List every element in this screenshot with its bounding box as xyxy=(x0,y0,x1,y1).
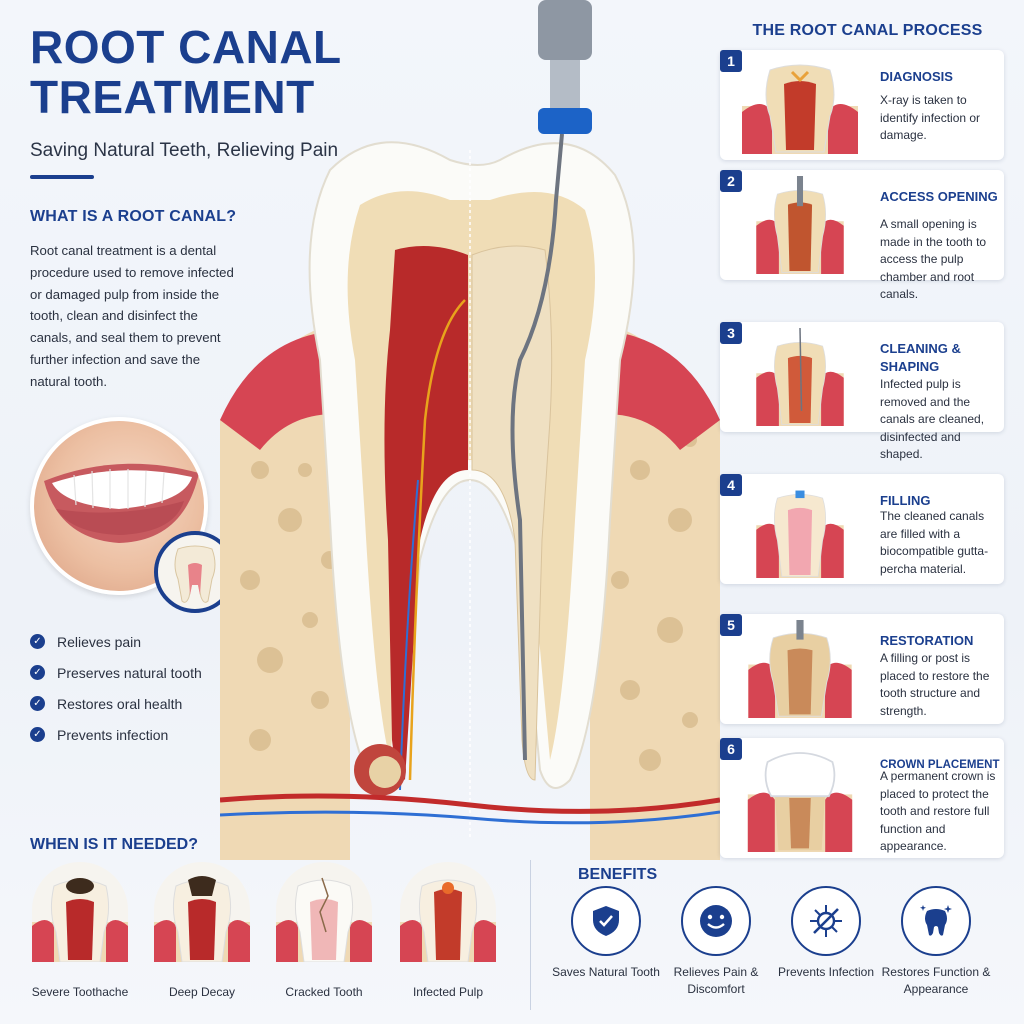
need-item: Severe Toothache xyxy=(28,862,132,999)
what-description: Root canal treatment is a dental procedu… xyxy=(30,243,234,389)
mini-tooth-icon xyxy=(174,545,216,603)
bone-pores xyxy=(240,433,698,771)
process-step: 5 RESTORATION A filling or post is place… xyxy=(720,614,1004,724)
bone-left xyxy=(220,320,350,860)
need-label: Infected Pulp xyxy=(412,985,484,999)
blood-vessel-vein xyxy=(399,479,419,791)
tooth-cross-section-illustration xyxy=(220,0,720,860)
smile-photo xyxy=(30,417,208,595)
step-description: X-ray is taken to identify infection or … xyxy=(880,93,981,142)
need-label: Deep Decay xyxy=(168,985,236,999)
process-step: 4 FILLING The cleaned canals are filled … xyxy=(720,474,1004,584)
section-divider xyxy=(530,860,531,1010)
benefit-label: Prevents Infection xyxy=(777,965,875,979)
endodontic-file xyxy=(510,133,564,761)
step-description: A small opening is made in the tooth to … xyxy=(880,217,987,301)
step-number: 3 xyxy=(720,322,742,344)
benefit-item: Restores Function & Appearance xyxy=(876,886,996,998)
benefit-label: Saves Natural Tooth xyxy=(552,965,660,979)
step-description: A permanent crown is placed to protect t… xyxy=(880,769,996,853)
handpiece-shank xyxy=(550,60,580,110)
step-title: CLEANING & SHAPING xyxy=(880,341,961,374)
step-number: 2 xyxy=(720,170,742,192)
file-stopper xyxy=(538,108,592,134)
check-icon: ✓ xyxy=(30,727,45,742)
need-label: Cracked Tooth xyxy=(285,985,363,999)
infected-pulp-icon xyxy=(400,862,496,963)
tooth-sparkle-icon xyxy=(920,905,952,936)
cleaned-canal xyxy=(471,245,553,781)
benefit-icon-circle xyxy=(791,886,861,956)
check-icon: ✓ xyxy=(30,634,45,649)
nerve-fiber xyxy=(408,299,466,781)
benefit-icon-circle xyxy=(901,886,971,956)
need-label: Severe Toothache xyxy=(31,985,129,999)
checklist-label: Relieves pain xyxy=(57,633,142,650)
deep-decay-icon xyxy=(154,862,250,963)
base-vein xyxy=(220,810,720,825)
benefit-icon-circle xyxy=(681,886,751,956)
process-step: 6 CROWN PLACEMENT A permanent crown is p… xyxy=(720,738,1004,858)
step-number: 5 xyxy=(720,614,742,636)
need-item: Infected Pulp xyxy=(396,862,500,999)
step-description: A filling or post is placed to restore t… xyxy=(880,651,990,718)
step-crown-illustration xyxy=(747,752,853,852)
step-number: 6 xyxy=(720,738,742,760)
process-step: 3 CLEANING & SHAPING Infected pulp is re… xyxy=(720,322,1004,461)
benefit-item: Prevents Infection xyxy=(766,886,886,981)
page-subtitle: Saving Natural Teeth, Relieving Pain xyxy=(30,140,339,161)
step-cleaning-illustration xyxy=(756,328,844,426)
process-step: 2 ACCESS OPENING A small opening is made… xyxy=(720,170,1004,301)
benefits-heading: BENEFITS xyxy=(578,866,658,883)
cracked-tooth-icon xyxy=(276,862,372,963)
step-number: 1 xyxy=(720,50,742,72)
step-number: 4 xyxy=(720,474,742,496)
when-heading: WHEN IS IT NEEDED? xyxy=(30,836,199,853)
benefit-checklist: ✓ Relieves pain ✓ Preserves natural toot… xyxy=(30,626,230,750)
step-title: RESTORATION xyxy=(880,633,974,648)
step-title: DIAGNOSIS xyxy=(880,69,953,84)
page-title: ROOT CANAL TREATMENT xyxy=(30,21,341,123)
step-diagnosis-illustration xyxy=(742,64,858,154)
step-description: The cleaned canals are filled with a bio… xyxy=(880,509,989,576)
checklist-item: ✓ Relieves pain xyxy=(30,626,230,657)
base-artery xyxy=(220,793,720,814)
benefit-item: Relieves Pain & Discomfort xyxy=(656,886,776,998)
shield-check-icon xyxy=(593,906,619,936)
step-description: Infected pulp is removed and the canals … xyxy=(880,377,985,461)
abscess-core xyxy=(369,756,401,788)
step-restoration-illustration xyxy=(748,620,852,718)
checklist-item: ✓ Preserves natural tooth xyxy=(30,657,230,688)
severe-toothache-icon xyxy=(32,862,128,963)
smile-illustration xyxy=(44,463,199,543)
checklist-label: Restores oral health xyxy=(57,695,183,712)
germ-icon xyxy=(810,905,842,937)
step-title: ACCESS OPENING xyxy=(880,189,998,204)
handpiece-head xyxy=(538,0,592,60)
benefit-label: Relieves Pain & Discomfort xyxy=(673,965,759,996)
process-heading: THE ROOT CANAL PROCESS xyxy=(752,22,983,39)
smiley-icon xyxy=(700,905,732,937)
step-title: FILLING xyxy=(880,493,931,508)
checklist-item: ✓ Prevents infection xyxy=(30,719,230,750)
benefit-icon-circle xyxy=(571,886,641,956)
step-title: CROWN PLACEMENT xyxy=(880,759,1000,771)
need-item: Cracked Tooth xyxy=(272,862,376,999)
benefit-item: Saves Natural Tooth xyxy=(546,886,666,981)
need-item: Deep Decay xyxy=(150,862,254,999)
benefit-label: Restores Function & Appearance xyxy=(881,965,991,996)
what-heading: WHAT IS A ROOT CANAL? xyxy=(30,208,237,225)
step-access-illustration xyxy=(756,176,844,274)
process-step: 1 DIAGNOSIS X-ray is taken to identify i… xyxy=(720,50,1004,160)
check-icon: ✓ xyxy=(30,665,45,680)
check-icon: ✓ xyxy=(30,696,45,711)
step-filling-illustration xyxy=(756,490,844,578)
checklist-label: Prevents infection xyxy=(57,726,169,743)
checklist-item: ✓ Restores oral health xyxy=(30,688,230,719)
checklist-label: Preserves natural tooth xyxy=(57,664,202,681)
title-divider xyxy=(30,175,94,179)
infected-pulp xyxy=(384,246,468,780)
